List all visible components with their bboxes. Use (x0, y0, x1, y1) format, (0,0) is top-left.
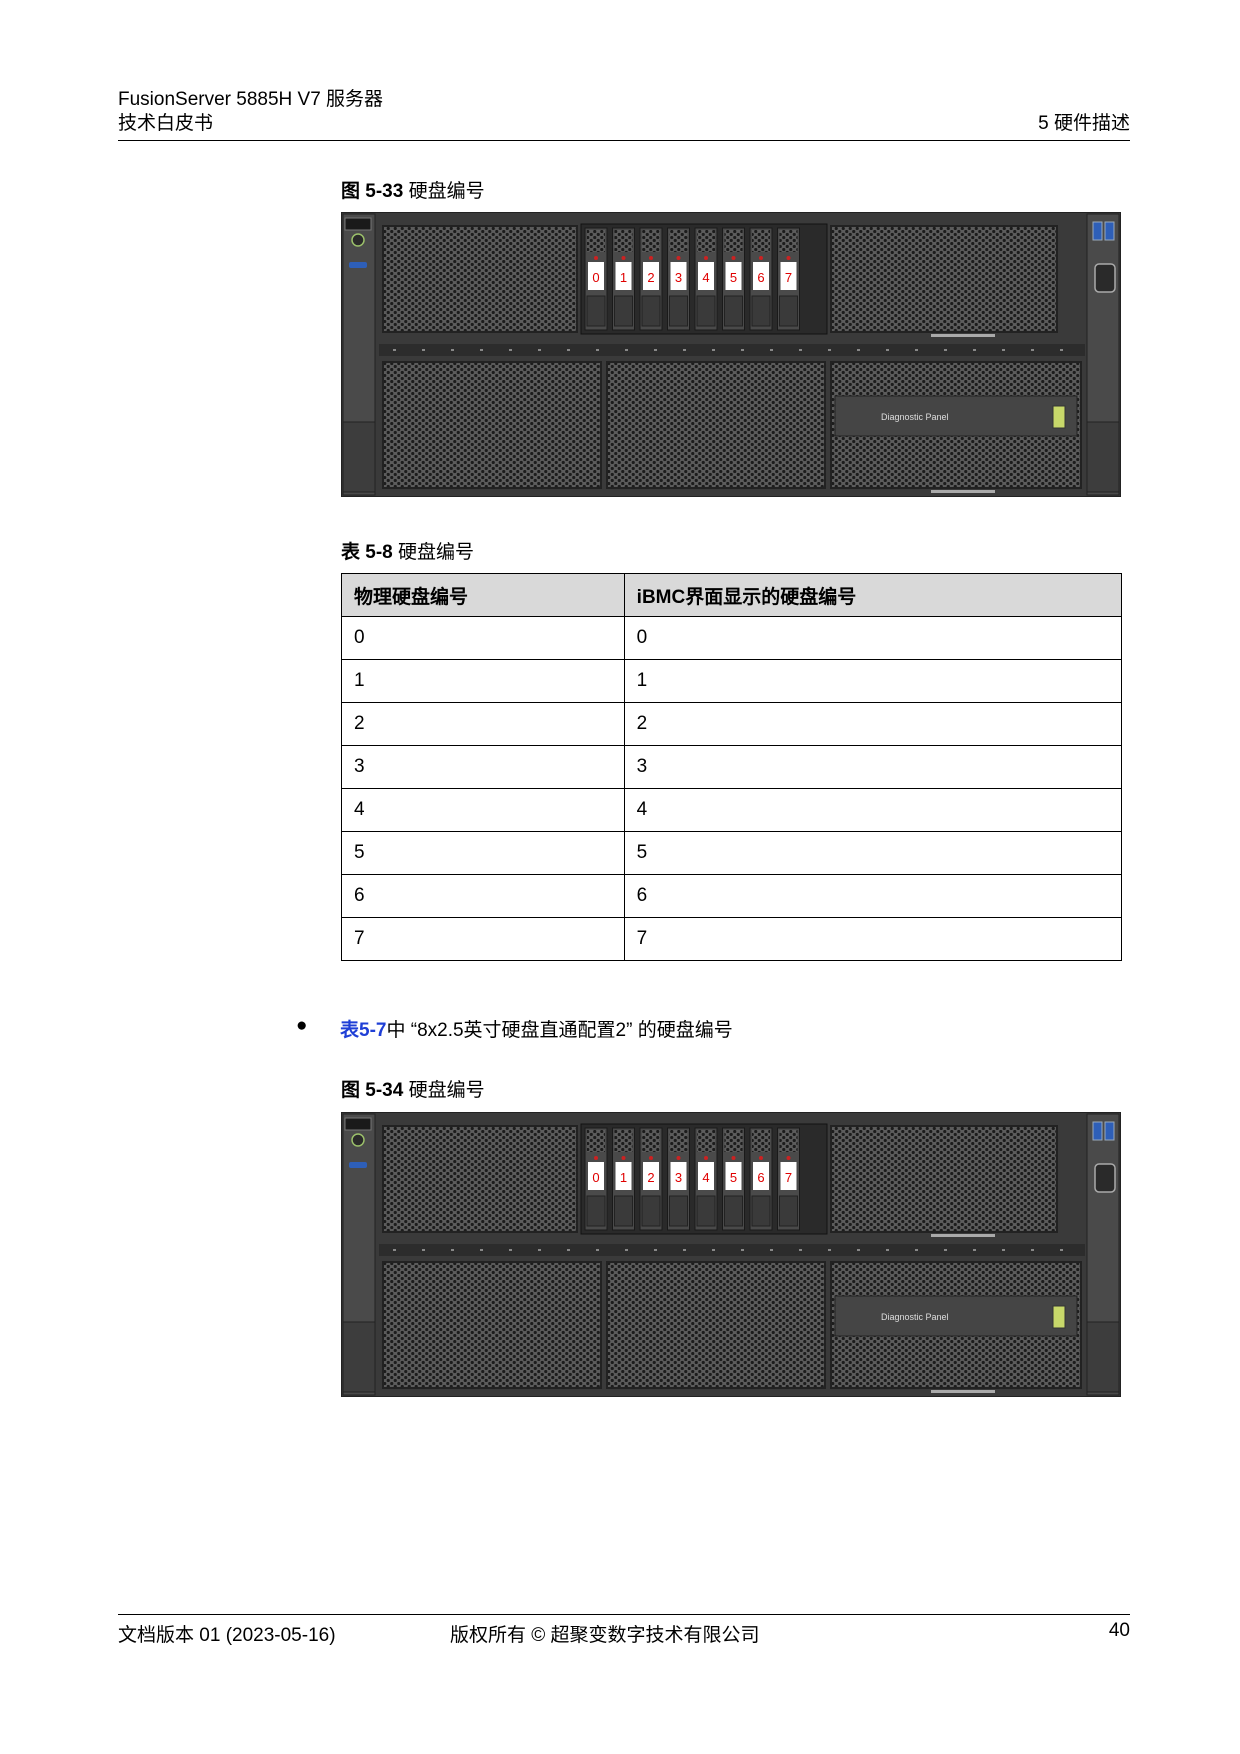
drive-slot-label: 0 (592, 1170, 599, 1185)
bullet-text: 中 “8x2.5英寸硬盘直通配置2” 的硬盘编号 (386, 1020, 733, 1041)
drive-slot-label: 3 (675, 1170, 682, 1185)
table-caption: 表 5-8 硬盘编号 (341, 537, 474, 564)
drive-slot: 2 (639, 227, 663, 331)
bullet-dot: ● (296, 1015, 308, 1036)
figure-title-1: 硬盘编号 (408, 181, 485, 202)
drive-slot: 5 (722, 1127, 745, 1231)
drive-slot: 6 (749, 227, 773, 331)
diagnostic-panel-label: Diagnostic Panel (881, 1312, 949, 1322)
drive-slot: 0 (584, 1127, 608, 1231)
figure-caption-2: 图 5-34 硬盘编号 (341, 1075, 485, 1102)
table-cell: 2 (341, 702, 625, 746)
drive-slot-label: 4 (702, 1170, 709, 1185)
table-cell: 3 (341, 745, 625, 789)
table-label: 表 5-8 (341, 542, 393, 563)
drive-slot-label: 7 (785, 1170, 792, 1185)
drive-slot: 7 (777, 227, 800, 331)
table-cell: 0 (623, 616, 1123, 660)
drive-slot-label: 6 (757, 270, 764, 285)
footer-copyright: 版权所有 © 超聚变数字技术有限公司 (450, 1625, 760, 1646)
table-header-row: 物理硬盘编号 iBMC界面显示的硬盘编号 (341, 573, 1123, 617)
drive-slot: 7 (777, 1127, 800, 1231)
diagnostic-panel-label: Diagnostic Panel (881, 412, 949, 422)
drive-slot-label: 7 (785, 270, 792, 285)
drive-slot-label: 2 (647, 1170, 654, 1185)
drive-slot-label: 1 (620, 1170, 627, 1185)
figure-title-2: 硬盘编号 (408, 1080, 485, 1101)
drive-slot-label: 2 (647, 270, 654, 285)
table-cell: 4 (341, 788, 625, 832)
drive-slot-label: 5 (730, 1170, 737, 1185)
drive-slot: 1 (612, 1127, 635, 1231)
header-product: FusionServer 5885H V7 服务器 (118, 89, 384, 110)
table-cell: 3 (623, 745, 1123, 789)
table-header-ibmc: iBMC界面显示的硬盘编号 (623, 573, 1123, 617)
table-cell: 1 (623, 659, 1123, 703)
server-front-view-1: Diagnostic Panel 0 1 2 3 4 5 6 7 (341, 212, 1121, 497)
drive-slot-label: 5 (730, 270, 737, 285)
drive-slot: 5 (722, 227, 745, 331)
table-title: 硬盘编号 (398, 542, 475, 563)
footer-version: 文档版本 01 (2023-05-16) (118, 1625, 336, 1646)
header-divider (118, 140, 1130, 141)
table-cell: 0 (341, 616, 625, 660)
header-doc-type: 技术白皮书 (118, 113, 214, 134)
page-header: FusionServer 5885H V7 服务器 技术白皮书 5 硬件描述 (118, 88, 1130, 136)
figure-label-1: 图 5-33 (341, 181, 404, 202)
figure-caption-1: 图 5-33 硬盘编号 (341, 176, 485, 203)
drive-slot: 4 (694, 227, 718, 331)
table-5-7-link[interactable]: 表5-7 (340, 1020, 387, 1041)
table-cell: 6 (623, 874, 1123, 918)
drive-slot: 2 (639, 1127, 663, 1231)
table-cell: 7 (623, 917, 1123, 961)
drive-slot-label: 1 (620, 270, 627, 285)
drive-slot-label: 4 (702, 270, 709, 285)
table-cell: 7 (341, 917, 625, 961)
header-chapter: 5 硬件描述 (1038, 113, 1130, 134)
drive-slot: 4 (694, 1127, 718, 1231)
table-header-physical: 物理硬盘编号 (341, 573, 625, 617)
footer-divider (118, 1614, 1130, 1615)
drive-slot: 1 (612, 227, 635, 331)
footer-page-number: 40 (1108, 1620, 1130, 1641)
table-cell: 6 (341, 874, 625, 918)
drive-slot-label: 6 (757, 1170, 764, 1185)
figure-label-2: 图 5-34 (341, 1080, 404, 1101)
drive-slot: 6 (749, 1127, 773, 1231)
drive-slot: 3 (667, 1127, 690, 1231)
table-cell: 1 (341, 659, 625, 703)
table-cell: 5 (623, 831, 1123, 875)
drive-slot: 3 (667, 227, 690, 331)
server-front-view-2: Diagnostic Panel 0 1 2 3 4 5 6 7 (341, 1112, 1121, 1397)
table-cell: 4 (623, 788, 1123, 832)
table-cell: 2 (623, 702, 1123, 746)
drive-slot-label: 0 (592, 270, 599, 285)
bullet-text-wrap: 表5-7中 “8x2.5英寸硬盘直通配置2” 的硬盘编号 (340, 1015, 733, 1042)
table-cell: 5 (341, 831, 625, 875)
drive-slot: 0 (584, 227, 608, 331)
drive-slot-label: 3 (675, 270, 682, 285)
